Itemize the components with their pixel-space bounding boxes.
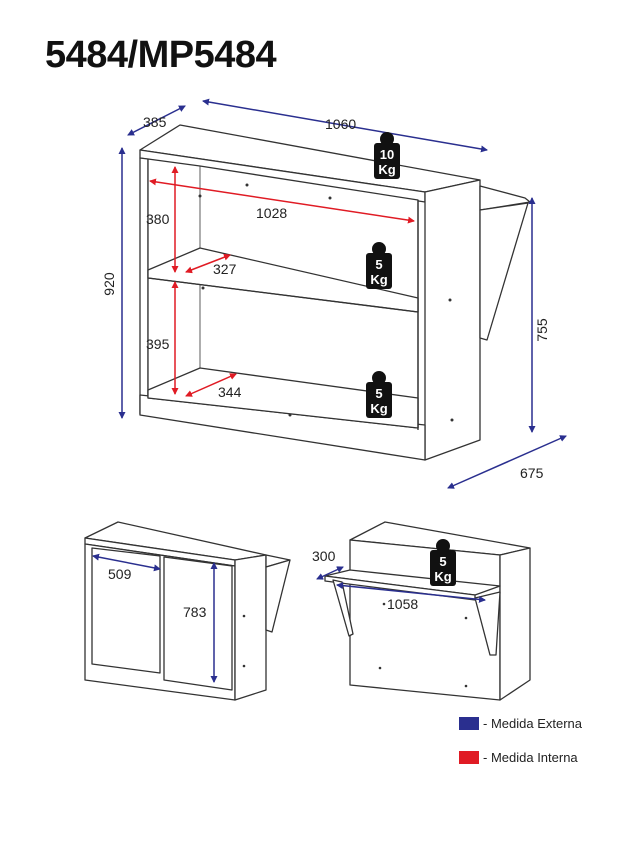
depth-tray-label: 675 — [520, 465, 544, 481]
upper-gap-label: 380 — [146, 211, 170, 227]
lower-gap-label: 395 — [146, 336, 170, 352]
main-cabinet — [139, 124, 531, 461]
weight-icon-tray: 5 Kg — [430, 539, 456, 586]
door-cabinet-bracket — [265, 559, 291, 633]
weight-icon-top: 10 Kg — [374, 132, 400, 179]
left-door — [91, 547, 161, 674]
weight-icon-upper-shelf: 5 Kg — [366, 242, 392, 289]
side-tray-bracket — [479, 202, 529, 341]
inner-width-label: 1028 — [256, 205, 287, 221]
tray-depth-dimension-line — [316, 566, 344, 580]
svg-text:Kg: Kg — [370, 401, 387, 416]
cabinet-left-panel — [139, 157, 149, 416]
depth-dimension-line — [127, 105, 186, 136]
door-width-label: 509 — [108, 566, 132, 582]
right-door — [163, 556, 233, 691]
door-cabinet — [84, 521, 291, 701]
back-view-cabinet — [324, 521, 531, 701]
legend-internal-swatch — [459, 751, 479, 764]
legend-internal: - Medida Interna — [459, 750, 578, 765]
legend-external-label: - Medida Externa — [483, 716, 582, 731]
internal-dimensions — [149, 166, 415, 397]
back-view-side — [499, 547, 531, 701]
tray-width-label: 1058 — [387, 596, 418, 612]
width-label: 1060 — [325, 116, 356, 132]
svg-text:10: 10 — [380, 147, 394, 162]
height-tray-label: 755 — [534, 318, 550, 342]
inner-width-dimension-line — [149, 178, 415, 224]
upper-shelf-depth-label: 327 — [213, 261, 237, 277]
door-width-dimension-line — [92, 553, 161, 572]
door-height-label: 783 — [183, 604, 207, 620]
depth-tray-dimension-line — [447, 435, 567, 489]
width-dimension-line — [202, 98, 488, 153]
svg-text:5: 5 — [375, 257, 382, 272]
back-view-bracket-right — [474, 591, 501, 656]
height-label: 920 — [101, 272, 117, 296]
svg-text:5: 5 — [375, 386, 382, 401]
lower-shelf-depth-label: 344 — [218, 384, 242, 400]
tray-width-dimension-line — [336, 582, 486, 603]
tray-depth-label: 300 — [312, 548, 336, 564]
legend-internal-label: - Medida Interna — [483, 750, 578, 765]
legend-external: - Medida Externa — [459, 716, 582, 731]
upper-shelf-depth-line — [185, 253, 231, 274]
legend-external-swatch — [459, 717, 479, 730]
external-dimensions — [118, 98, 567, 489]
lower-shelf-depth-line — [185, 373, 237, 397]
back-view-body — [349, 539, 501, 701]
door-cabinet-side — [234, 554, 267, 701]
svg-text:Kg: Kg — [378, 162, 395, 177]
svg-text:5: 5 — [439, 554, 446, 569]
svg-text:Kg: Kg — [370, 272, 387, 287]
cabinet-right-side — [424, 179, 481, 461]
model-title: 5484/MP5484 — [45, 34, 277, 76]
depth-label: 385 — [143, 114, 167, 130]
svg-text:Kg: Kg — [434, 569, 451, 584]
weight-icon-lower-shelf: 5 Kg — [366, 371, 392, 418]
